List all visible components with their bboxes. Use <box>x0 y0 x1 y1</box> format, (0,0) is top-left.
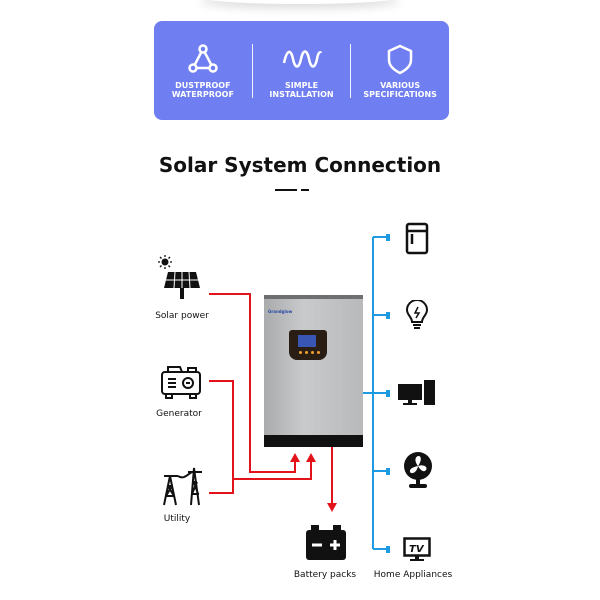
generator-label: Generator <box>156 409 202 419</box>
triangle-nodes-icon <box>188 43 218 73</box>
title-underline <box>301 189 309 191</box>
divider <box>251 43 253 98</box>
feature-text: INSTALLATION <box>269 89 334 99</box>
utility-label: Utility <box>163 514 191 524</box>
tv-text: TV <box>409 544 425 555</box>
output-wire <box>363 236 388 550</box>
battery-label: Battery packs <box>293 570 357 580</box>
feature-text: DUSTPROOF <box>175 80 231 90</box>
inverter-buttons <box>299 351 320 354</box>
feature-text: SIMPLE <box>284 80 319 90</box>
generator-icon <box>161 366 201 399</box>
feature-specifications: VARIOUS SPECIFICATIONS <box>351 43 449 99</box>
divider <box>350 43 352 98</box>
home-appliances-label: Home Appliances <box>373 570 453 580</box>
tv-icon: TV <box>403 537 431 561</box>
title-underline <box>275 189 297 191</box>
arrow-up <box>290 453 300 462</box>
feature-installation: SIMPLE INSTALLATION <box>253 43 351 99</box>
inverter-base <box>264 435 363 447</box>
inverter: Grandglow <box>264 295 363 447</box>
utility-tower-icon <box>163 467 202 506</box>
fan-icon <box>404 452 432 488</box>
light-bulb-icon <box>405 300 429 329</box>
utility-wire <box>233 460 312 480</box>
section-title: Solar System Connection <box>158 153 442 177</box>
shield-icon <box>387 44 413 74</box>
fridge-icon <box>405 222 429 255</box>
feature-text: SPECIFICATIONS <box>363 89 437 99</box>
generator-wire <box>209 380 234 494</box>
arrow-up <box>306 453 316 462</box>
arrow-down <box>327 503 337 512</box>
solar-panel-icon <box>158 255 200 299</box>
solar-wire <box>209 293 296 473</box>
inverter-screen <box>298 335 316 347</box>
features-banner: DUSTPROOF WATERPROOF SIMPLE INSTALLATION… <box>154 21 449 120</box>
feature-text: VARIOUS <box>380 80 421 90</box>
wave-icon <box>282 49 322 68</box>
inverter-brand-logo: Grandglow <box>268 309 293 314</box>
battery-icon <box>306 525 346 560</box>
solar-power-label: Solar power <box>155 311 209 321</box>
feature-text: WATERPROOF <box>171 89 234 99</box>
feature-dustproof: DUSTPROOF WATERPROOF <box>154 43 252 99</box>
inverter-control-panel <box>289 330 327 360</box>
computer-icon <box>398 380 435 405</box>
